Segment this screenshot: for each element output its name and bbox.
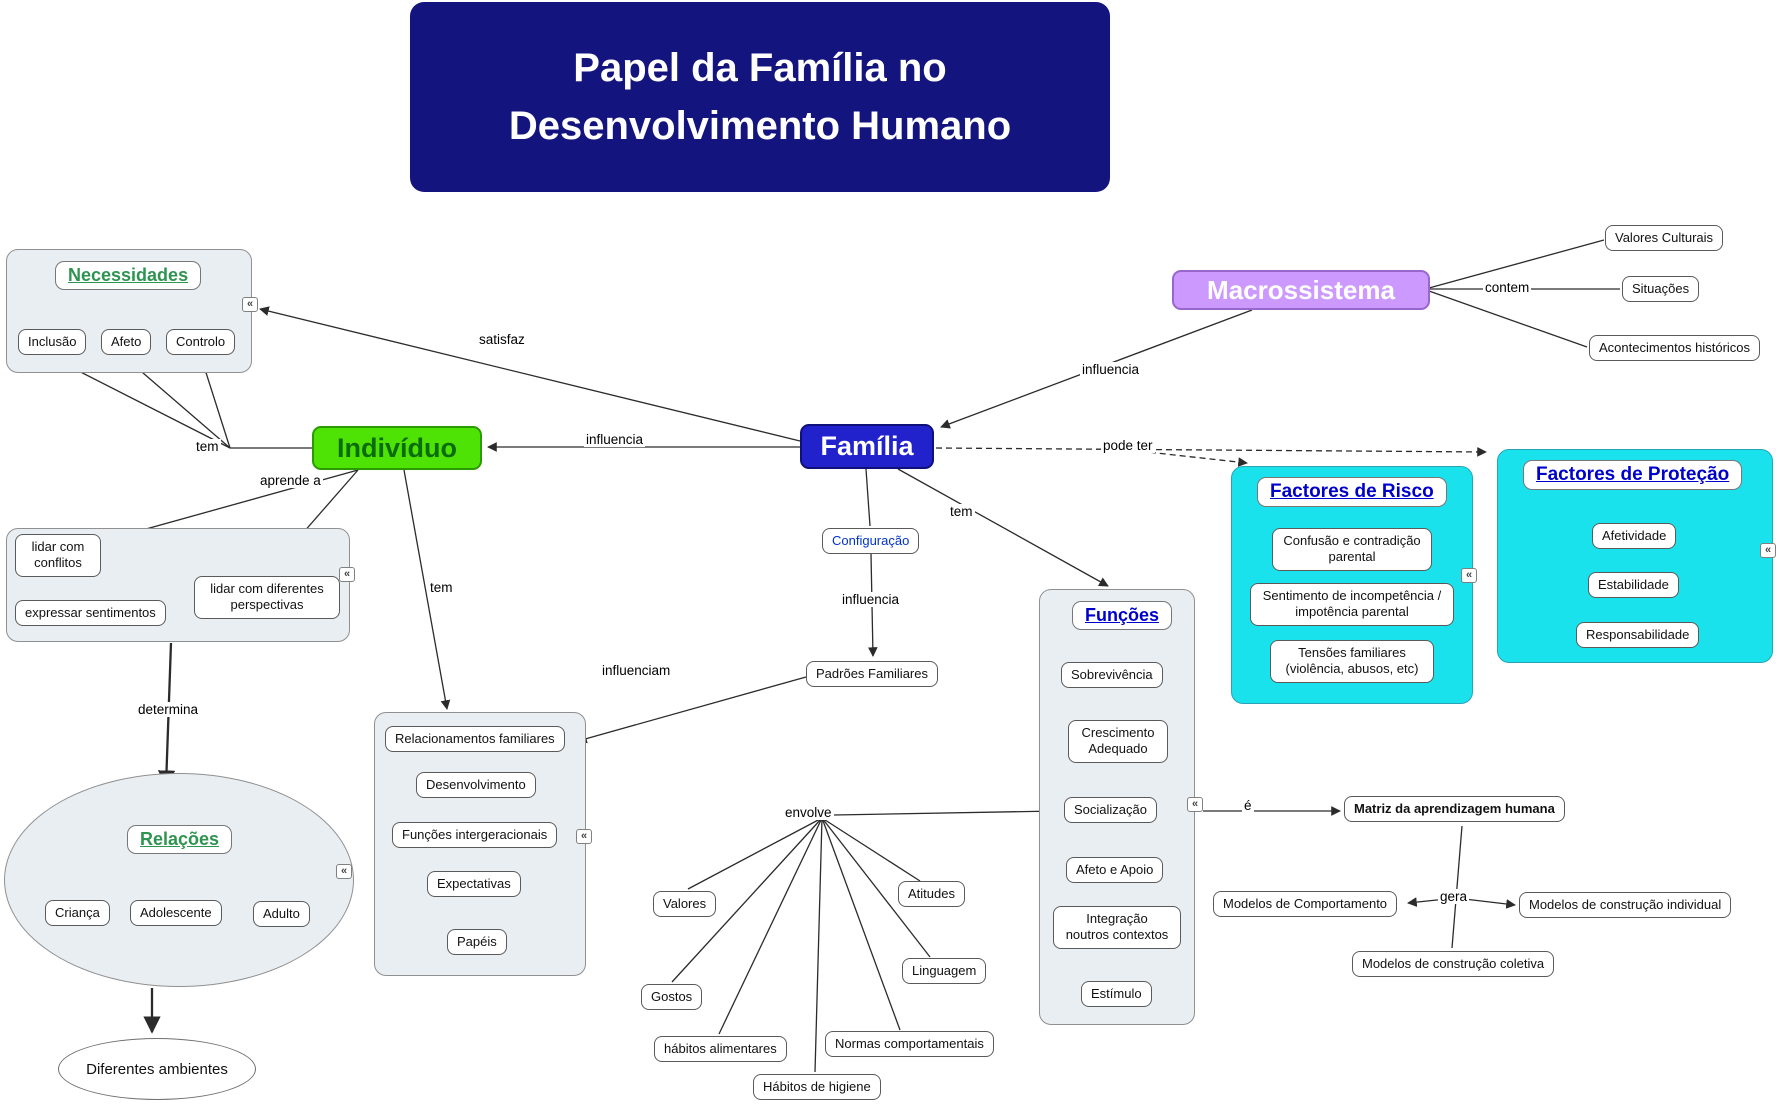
node-acontecimentos-historicos[interactable]: Acontecimentos históricos <box>1589 335 1761 362</box>
node-tensoes-familiares[interactable]: Tensões familiares (violência, abusos, e… <box>1270 640 1434 683</box>
node-crianca[interactable]: Criança <box>45 900 110 927</box>
label-envolve[interactable]: envolve <box>783 805 834 820</box>
node-estimulo[interactable]: Estímulo <box>1081 981 1152 1008</box>
node-macrossistema[interactable]: Macrossistema <box>1172 270 1430 310</box>
node-funcoes-intergeracionais[interactable]: Funções intergeracionais <box>392 822 558 849</box>
label-determina[interactable]: determina <box>136 702 201 717</box>
label-gera[interactable]: gera <box>1438 889 1470 904</box>
node-confusao-parental[interactable]: Confusão e contradição parental <box>1272 528 1432 571</box>
node-atitudes[interactable]: Atitudes <box>898 881 965 908</box>
node-padroes-familiares[interactable]: Padrões Familiares <box>806 661 938 688</box>
node-integracao-contextos[interactable]: Integração noutros contextos <box>1053 906 1181 949</box>
expand-icon-relacionamentos[interactable]: « <box>576 829 592 844</box>
node-afetividade[interactable]: Afetividade <box>1592 523 1677 550</box>
label-tem-funcoes[interactable]: tem <box>948 504 975 519</box>
node-lidar-perspectivas[interactable]: lidar com diferentes perspectivas <box>194 576 340 619</box>
node-desenvolvimento[interactable]: Desenvolvimento <box>416 772 536 799</box>
expand-icon-socializacao[interactable]: « <box>1187 797 1203 812</box>
label-pode-ter[interactable]: pode ter <box>1101 438 1155 453</box>
funcoes-title[interactable]: Funções <box>1072 601 1173 630</box>
link-familia-configuracao <box>577 468 878 744</box>
node-afeto[interactable]: Afeto <box>101 329 152 356</box>
factores-risco-title[interactable]: Factores de Risco <box>1257 477 1447 507</box>
node-valores-culturais[interactable]: Valores Culturais <box>1605 225 1724 252</box>
label-aprende-a[interactable]: aprende a <box>258 473 323 488</box>
expand-icon-necessidades[interactable]: « <box>242 297 258 312</box>
node-gostos[interactable]: Gostos <box>641 984 703 1011</box>
link-individuo-relacionamentos <box>403 469 451 710</box>
node-socializacao[interactable]: Socialização <box>1064 797 1157 824</box>
expand-icon-relacoes[interactable]: « <box>336 864 352 879</box>
label-influenciam[interactable]: influenciam <box>600 663 673 678</box>
node-modelos-individual[interactable]: Modelos de construção individual <box>1519 892 1732 919</box>
link-individuo-necessidades <box>56 359 312 449</box>
necessidades-title[interactable]: Necessidades <box>55 261 202 290</box>
map-title: Papel da Família no Desenvolvimento Huma… <box>410 2 1110 192</box>
node-diferentes-ambientes[interactable]: Diferentes ambientes <box>58 1038 256 1100</box>
node-controlo[interactable]: Controlo <box>166 329 236 356</box>
node-papeis[interactable]: Papéis <box>447 929 507 956</box>
link-familia-necessidades <box>259 306 801 442</box>
link-pode-ter <box>935 447 1487 467</box>
node-estabilidade[interactable]: Estabilidade <box>1588 572 1679 599</box>
label-satisfaz[interactable]: satisfaz <box>477 332 527 347</box>
expand-icon-protecao[interactable]: « <box>1760 543 1776 558</box>
node-expectativas[interactable]: Expectativas <box>427 871 521 898</box>
node-familia[interactable]: Família <box>800 424 934 469</box>
node-modelos-coletiva[interactable]: Modelos de construção coletiva <box>1352 951 1555 978</box>
label-influencia-padroes[interactable]: influencia <box>840 592 902 607</box>
node-valores[interactable]: Valores <box>653 891 717 918</box>
node-adulto[interactable]: Adulto <box>253 901 310 928</box>
relacoes-group[interactable] <box>4 773 354 987</box>
node-habitos-higiene[interactable]: Hábitos de higiene <box>753 1074 881 1101</box>
node-expressar-sentimentos[interactable]: expressar sentimentos <box>15 600 166 627</box>
node-adolescente[interactable]: Adolescente <box>130 900 222 927</box>
expand-icon-aprendizagens[interactable]: « <box>339 567 355 582</box>
node-individuo[interactable]: Indivíduo <box>312 426 482 470</box>
node-sobrevivencia[interactable]: Sobrevivência <box>1061 662 1163 689</box>
label-e[interactable]: é <box>1242 798 1254 813</box>
node-habitos-alimentares[interactable]: hábitos alimentares <box>654 1036 787 1063</box>
label-influencia-macro[interactable]: influencia <box>1080 362 1142 377</box>
node-incompetencia-parental[interactable]: Sentimento de incompetência / impotência… <box>1250 583 1454 626</box>
node-matriz-aprendizagem[interactable]: Matriz da aprendizagem humana <box>1344 796 1565 823</box>
node-situacoes[interactable]: Situações <box>1622 276 1700 303</box>
label-tem-relacionamentos[interactable]: tem <box>428 580 455 595</box>
node-responsabilidade[interactable]: Responsabilidade <box>1576 622 1700 649</box>
link-matriz-modelos <box>1407 825 1516 949</box>
node-linguagem[interactable]: Linguagem <box>902 958 987 985</box>
node-configuracao[interactable]: Configuração <box>822 528 920 555</box>
node-inclusao[interactable]: Inclusão <box>18 329 87 356</box>
node-crescimento-adequado[interactable]: Crescimento Adequado <box>1068 720 1168 763</box>
node-relacionamentos-familiares[interactable]: Relacionamentos familiares <box>385 726 565 753</box>
node-afeto-apoio[interactable]: Afeto e Apoio <box>1066 857 1164 884</box>
link-socializacao-envolve <box>671 810 1057 1073</box>
relacoes-title[interactable]: Relações <box>127 825 233 854</box>
label-contem[interactable]: contem <box>1483 280 1532 295</box>
node-modelos-comportamento[interactable]: Modelos de Comportamento <box>1213 891 1398 918</box>
factores-protecao-title[interactable]: Factores de Proteção <box>1523 460 1743 490</box>
expand-icon-risco[interactable]: « <box>1461 568 1477 583</box>
node-normas-comportamentais[interactable]: Normas comportamentais <box>825 1031 994 1058</box>
node-lidar-conflitos[interactable]: lidar com conflitos <box>15 534 101 577</box>
link-familia-funcoes <box>897 468 1109 587</box>
label-tem-necessidades[interactable]: tem <box>194 439 221 454</box>
label-influencia-individuo[interactable]: influencia <box>584 432 646 447</box>
